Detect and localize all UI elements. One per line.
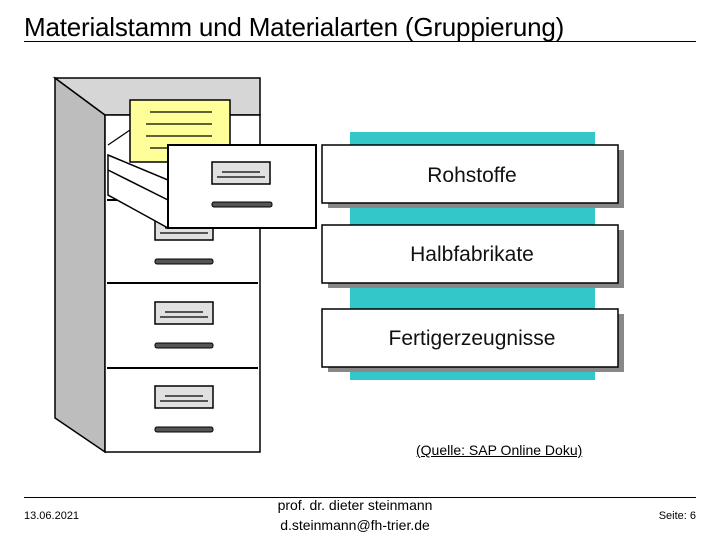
category-box-fertigerzeugnisse: Fertigerzeugnisse <box>321 308 624 372</box>
category-label-fertigerzeugnisse: Fertigerzeugnisse <box>389 327 556 350</box>
footer-author: prof. dr. dieter steinmann d.steinmann@f… <box>255 495 455 535</box>
drawer-front-icon <box>167 144 317 229</box>
category-box-halbfabrikate: Halbfabrikate <box>321 224 624 288</box>
slide-title: Materialstamm und Materialarten (Gruppie… <box>24 12 565 42</box>
footer-divider <box>24 497 696 498</box>
category-box-rohstoffe: Rohstoffe <box>321 144 624 208</box>
author-email: d.steinmann@fh-trier.de <box>280 517 430 533</box>
material-types-illustration: Rohstoffe Halbfabrikate Fertigerzeugniss… <box>52 76 624 454</box>
category-label-halbfabrikate: Halbfabrikate <box>410 243 534 266</box>
author-name: prof. dr. dieter steinmann <box>277 497 433 513</box>
source-link[interactable]: (Quelle: SAP Online Doku) <box>416 442 583 458</box>
footer-date: 13.06.2021 <box>24 510 80 522</box>
category-label-rohstoffe: Rohstoffe <box>427 164 517 187</box>
page-number: Seite: 6 <box>658 510 696 522</box>
title-underline <box>24 41 696 42</box>
